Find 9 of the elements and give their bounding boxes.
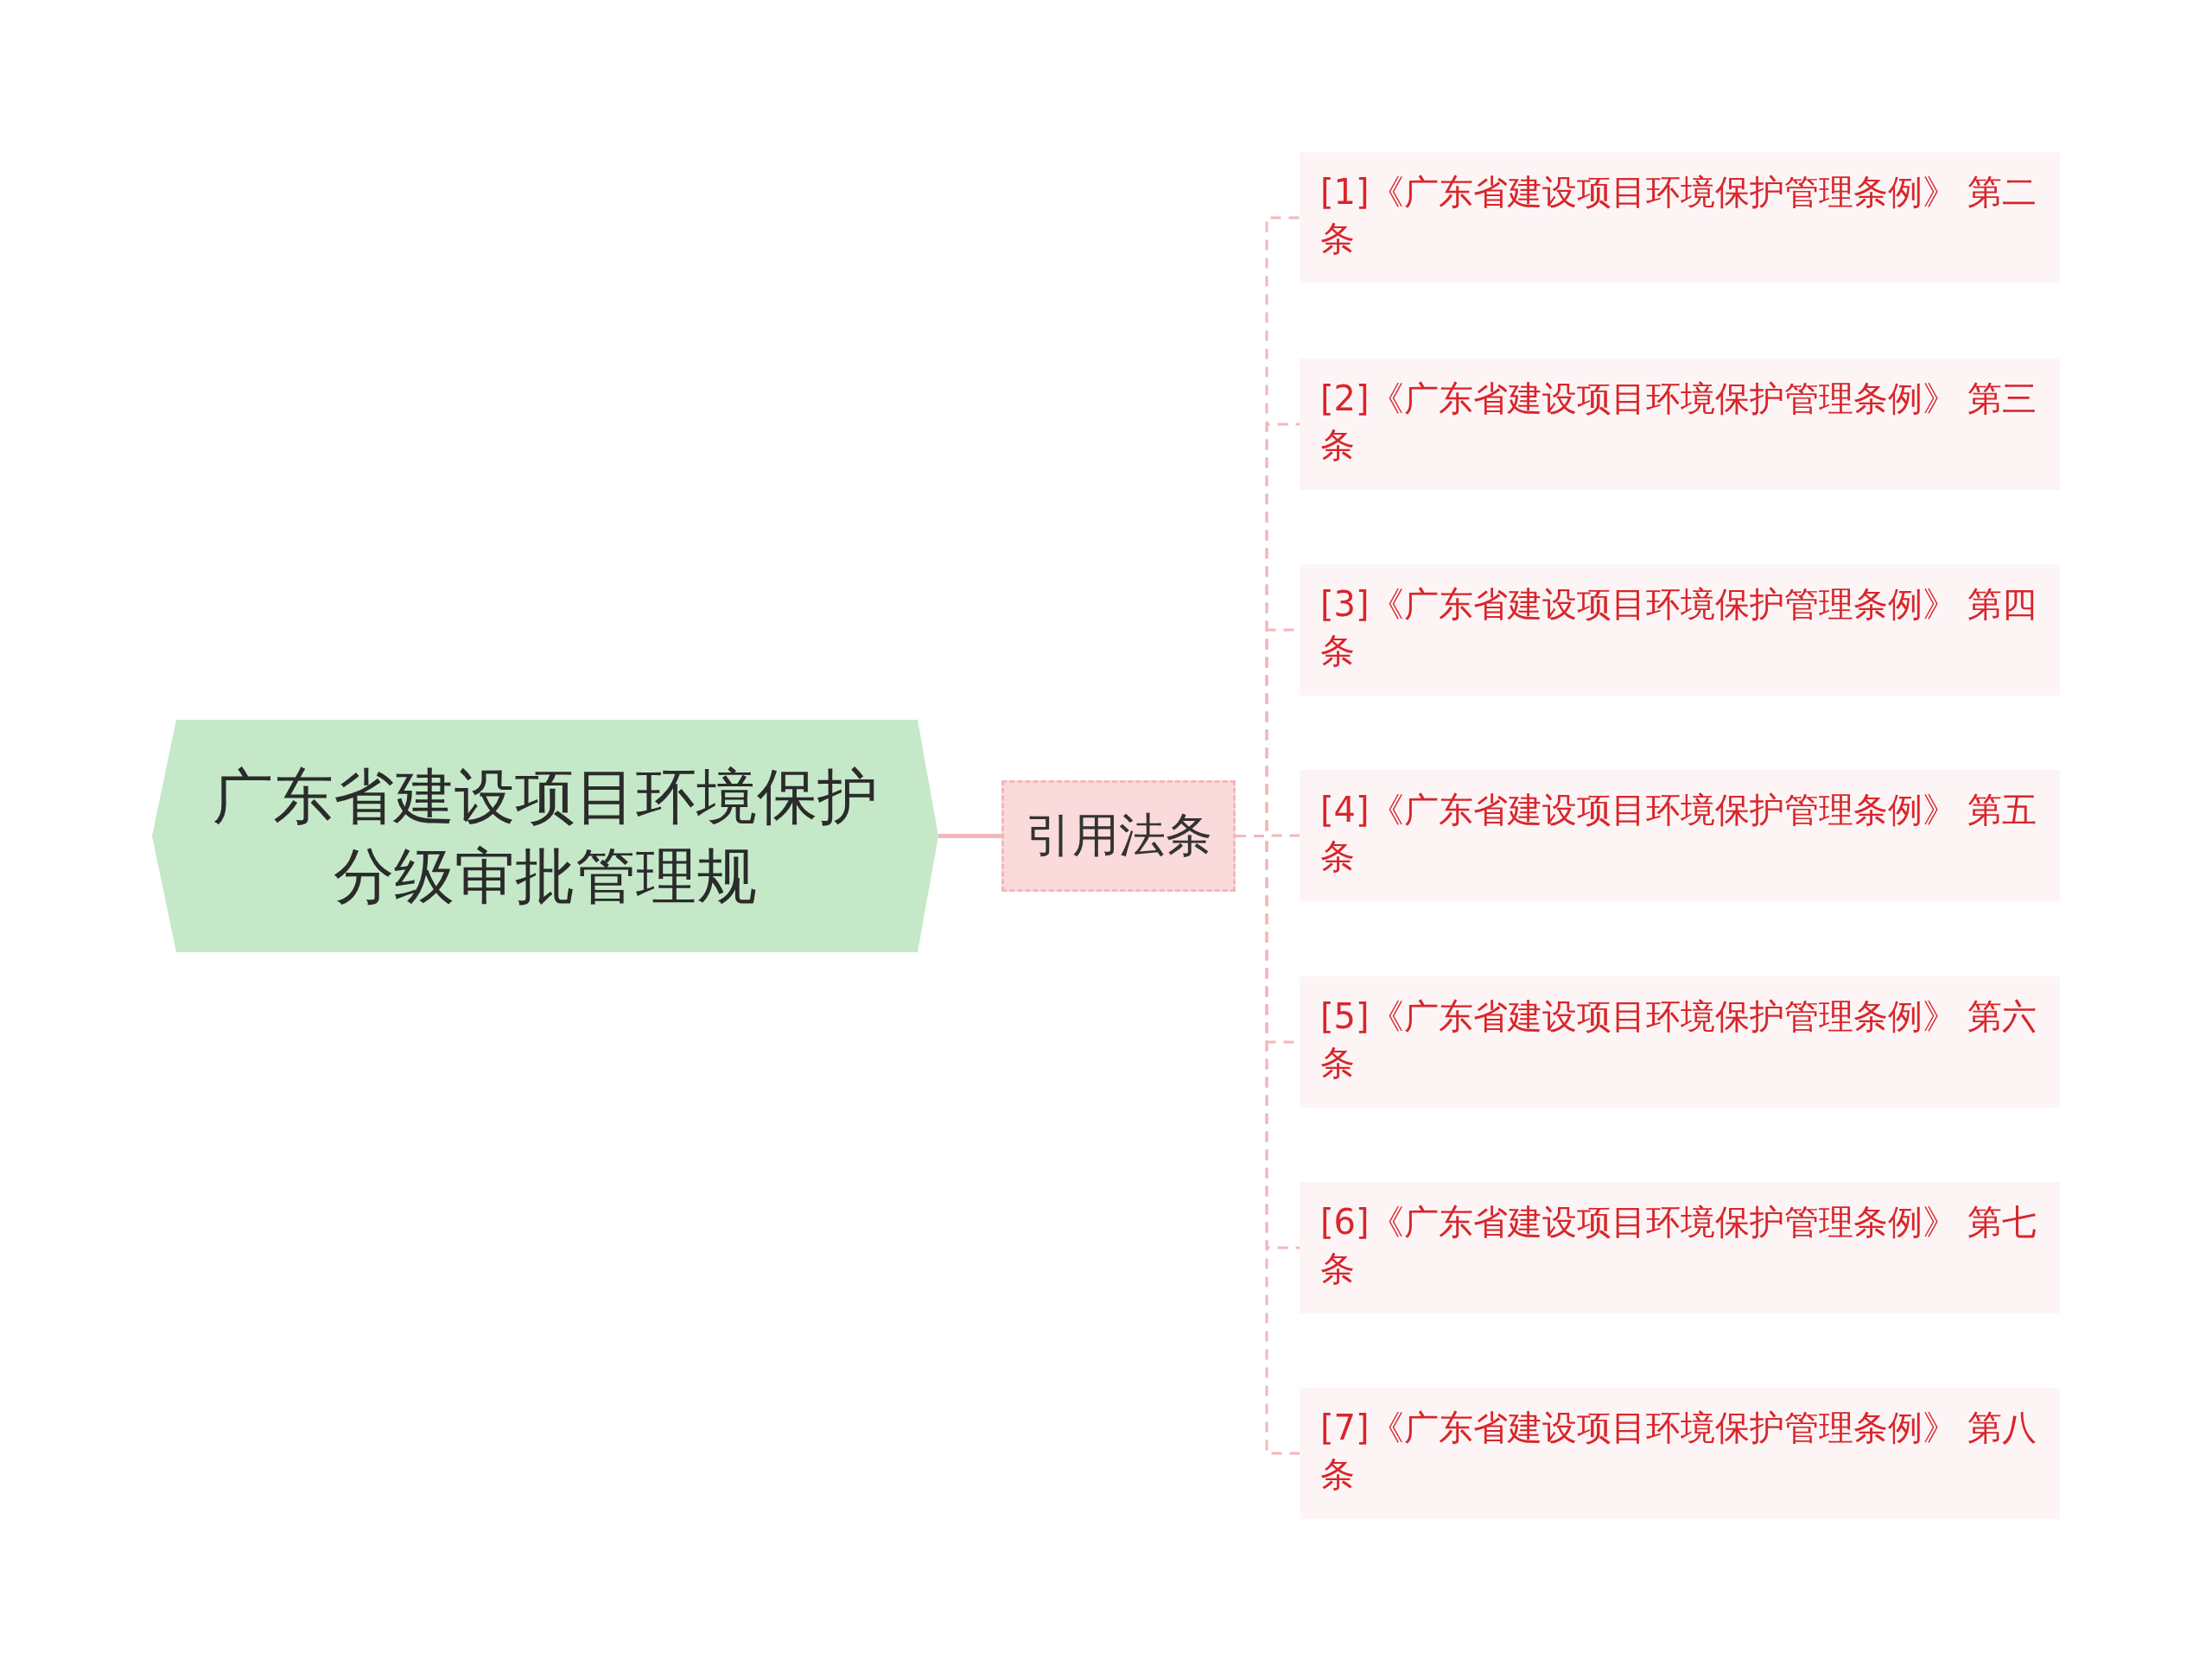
reference-box: [3]《广东省建设项目环境保护管理条例》 第四条 — [1300, 564, 2060, 696]
reference-box: [7]《广东省建设项目环境保护管理条例》 第八条 — [1300, 1388, 2060, 1519]
reference-box: [1]《广东省建设项目环境保护管理条例》 第二条 — [1300, 152, 2060, 283]
connector — [938, 834, 1001, 838]
reference-box: [4]《广东省建设项目环境保护管理条例》 第五条 — [1300, 770, 2060, 901]
reference-box: [2]《广东省建设项目环境保护管理条例》 第三条 — [1300, 359, 2060, 490]
reference-box: [6]《广东省建设项目环境保护管理条例》 第七条 — [1300, 1182, 2060, 1313]
reference-box: [5]《广东省建设项目环境保护管理条例》 第六条 — [1300, 976, 2060, 1108]
topic-box: 引用法条 — [1001, 780, 1236, 892]
